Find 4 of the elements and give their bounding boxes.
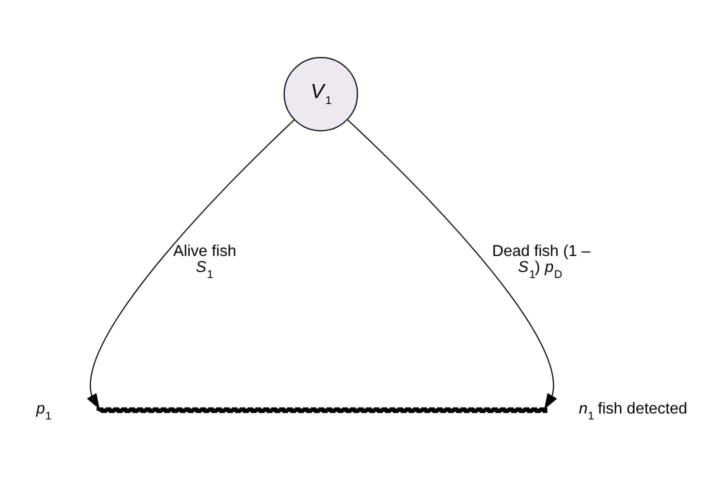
edge-label: Dead fish (1 – S$_{1}$) p$_{D}$ xyxy=(492,242,590,280)
node-label: n$_{1}$ fish detected xyxy=(578,400,688,422)
node-label: p$_{1}$ xyxy=(36,400,52,422)
edge-label: Alive fish S$_{1}$ xyxy=(173,242,236,280)
